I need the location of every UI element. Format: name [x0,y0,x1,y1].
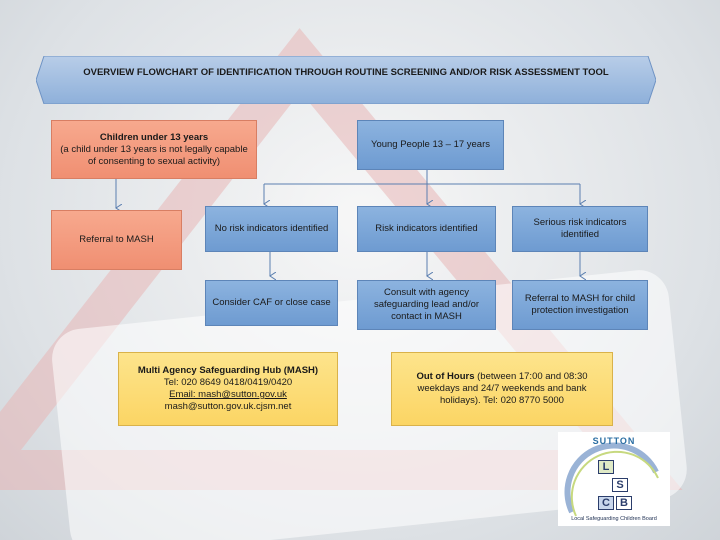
mash-contact-box: Multi Agency Safeguarding Hub (MASH) Tel… [118,352,338,426]
no-risk-label: No risk indicators identified [214,223,329,234]
out-of-hours-body: (between 17:00 and 08:30 weekdays and 24… [417,371,588,406]
risk-box: Risk indicators identified [357,206,496,252]
consider-caf-label: Consider CAF or close case [212,297,331,308]
referral-child-protection-box: Referral to MASH for child protection in… [512,280,648,330]
mash-contact-email: Email: mash@sutton.gov.uk [169,389,287,400]
risk-label: Risk indicators identified [375,223,478,234]
logo-sutton-text: SUTTON [592,436,636,446]
out-of-hours-text: Out of Hours (between 17:00 and 08:30 we… [396,371,608,407]
out-of-hours-box: Out of Hours (between 17:00 and 08:30 we… [391,352,613,426]
logo-letter-l: L [598,460,614,474]
children-under-13-box: Children under 13 years (a child under 1… [51,120,257,179]
referral-to-mash-label: Referral to MASH [79,234,154,245]
title-banner [36,56,656,104]
consult-agency-label: Consult with agency safeguarding lead an… [373,287,480,322]
referral-to-mash-box: Referral to MASH [51,210,182,270]
young-people-label: Young People 13 – 17 years [370,139,491,150]
mash-contact-secure-email: mash@sutton.gov.uk.cjsm.net [164,401,292,412]
lscb-logo: SUTTON L S C B Local Safeguarding Childr… [558,432,670,526]
logo-letter-b: B [616,496,632,510]
young-people-box: Young People 13 – 17 years [357,120,504,170]
serious-risk-label: Serious risk indicators identified [533,217,627,240]
consider-caf-box: Consider CAF or close case [205,280,338,326]
out-of-hours-heading: Out of Hours [416,371,475,382]
mash-contact-tel: Tel: 020 8649 0418/0419/0420 [163,377,293,388]
mash-contact-heading: Multi Agency Safeguarding Hub (MASH) [137,365,319,376]
referral-child-protection-label: Referral to MASH for child protection in… [524,293,636,316]
flowchart-title: OVERVIEW FLOWCHART OF IDENTIFICATION THR… [83,67,609,78]
logo-caption: Local Safeguarding Children Board [571,516,657,522]
children-under-13-heading: Children under 13 years [99,131,209,143]
children-under-13-body: (a child under 13 years is not legally c… [60,143,248,167]
serious-risk-box: Serious risk indicators identified [512,206,648,252]
consult-agency-box: Consult with agency safeguarding lead an… [357,280,496,330]
logo-letter-s: S [612,478,628,492]
logo-letter-c: C [598,496,614,510]
no-risk-box: No risk indicators identified [205,206,338,252]
logo-arc [564,442,659,517]
